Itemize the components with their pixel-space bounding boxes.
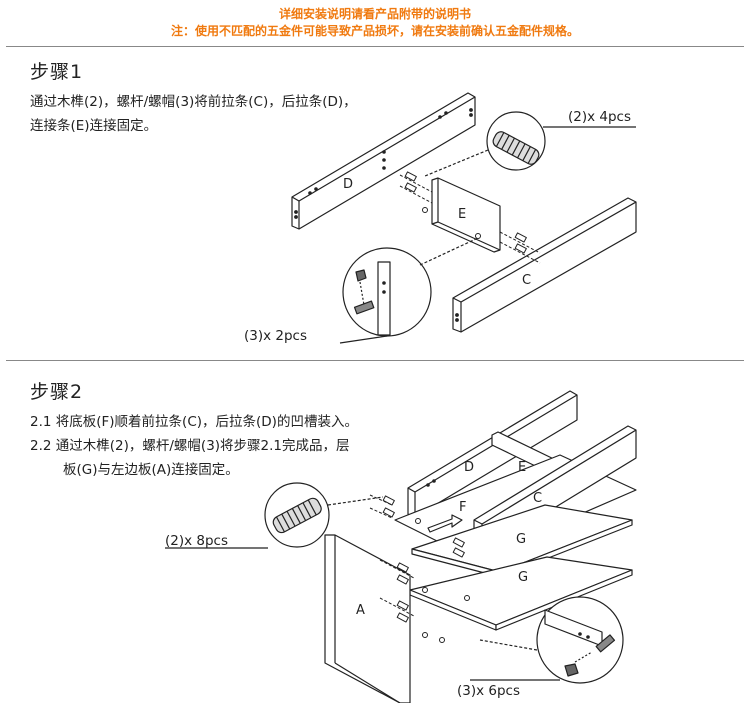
board-d-step1 [291,92,476,230]
step1-text-line-2: 连接条(E)连接固定。 [30,118,158,134]
step2-text-line-1: 2.1 将底板(F)顺着前拉条(C)，后拉条(D)的凹槽装入。 [30,414,358,430]
board-a [324,534,411,703]
dowel-detail-circle-step2 [165,482,384,549]
dowel-detail-circle-step1 [424,111,636,177]
label-a: A [356,603,365,618]
step1-text-line-1: 通过木榫(2)，螺杆/螺帽(3)将前拉条(C)，后拉条(D)， [30,94,357,110]
label-f: F [459,500,466,515]
board-e-step1 [431,177,501,253]
divider-top [6,46,744,47]
callout-screw-step1: (3)x 2pcs [244,328,307,344]
callout-dowel-step2: (2)x 8pcs [165,533,228,549]
label-g-2: G [518,570,528,585]
label-c-step2: C [533,491,542,506]
label-c-step1: C [522,273,531,288]
step2-text-line-2: 2.2 通过木榫(2)，螺杆/螺帽(3)将步骤2.1完成品，层 [30,438,350,454]
dowels-step2 [369,494,470,643]
step2-text-line-3: 板(G)与左边板(A)连接固定。 [63,462,239,478]
label-e-step1: E [458,207,466,222]
screw-detail-circle-step1 [339,237,479,344]
header-notice: 详细安装说明请看产品附带的说明书 注：使用不匹配的五金件可能导致产品损坏，请在安… [0,6,750,40]
callout-screw-step2: (3)x 6pcs [457,683,520,699]
divider-middle [6,360,744,361]
dowels-step1 [399,171,541,264]
label-g-1: G [516,532,526,547]
label-d-step1: D [343,177,353,192]
header-line-2: 注：使用不匹配的五金件可能导致产品损坏，请在安装前确认五金配件规格。 [170,24,579,38]
callout-dowel-step1: (2)x 4pcs [568,109,631,125]
label-d-step2: D [464,460,474,475]
step1-title: 步骤1 [30,61,84,83]
label-e-step2: E [518,460,526,475]
board-c-step1 [452,197,637,333]
screw-detail-circle-step2 [470,596,624,684]
step2-title: 步骤2 [30,381,84,403]
header-line-1: 详细安装说明请看产品附带的说明书 [278,7,471,21]
